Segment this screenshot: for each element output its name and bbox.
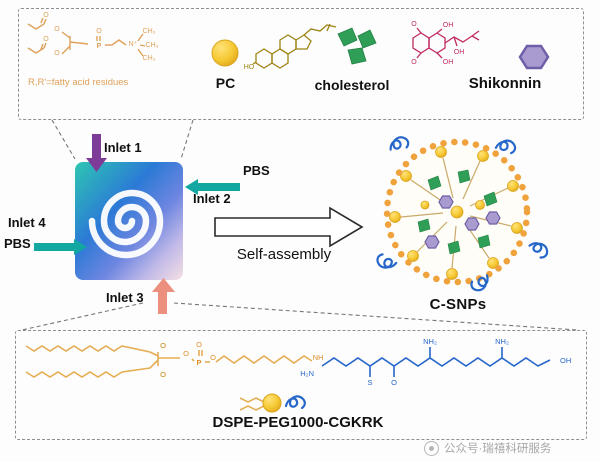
atom-label: O <box>411 21 417 28</box>
csnps-label: C-SNPs <box>429 296 487 313</box>
atom-label: O <box>43 12 49 19</box>
atom-label: O <box>196 340 202 349</box>
dspe-peg-label: DSPE-PEG1000-CGKRK <box>212 414 384 431</box>
atom-label: CH₃ <box>146 42 159 49</box>
atom-label: S <box>367 378 372 387</box>
peptide-squiggle-icon <box>284 395 306 410</box>
shikonnin-structure: O O OH OH OH <box>411 21 480 66</box>
self-assembly-label: Self-assembly <box>236 246 332 263</box>
pc-ball-icon <box>211 39 239 67</box>
inlet3-arrow <box>152 278 175 314</box>
dspe-micelle-icon <box>239 393 306 413</box>
inlet2-arrow <box>185 179 240 195</box>
pbs-left-label: PBS <box>4 236 31 251</box>
pbs-top-label: PBS <box>243 163 270 178</box>
cholesterol-icon-shapes <box>337 27 377 65</box>
nanoparticle-csnps <box>374 134 552 295</box>
mixer-spiral-channel <box>88 189 164 259</box>
atom-label: O <box>160 370 166 379</box>
shikonnin-molecules <box>424 195 501 249</box>
atom-label: NH₂ <box>495 337 509 346</box>
atom-label: O <box>54 50 60 57</box>
atom-label: OH <box>443 59 454 66</box>
atom-label: O <box>391 378 397 387</box>
atom-label: H₂N <box>300 369 314 378</box>
watermark: 公众号·瑞禧科研服务 <box>424 440 551 456</box>
atom-label: NH₂ <box>423 337 437 346</box>
atom-label: CH₃ <box>143 55 156 62</box>
watermark-text: 公众号·瑞禧科研服务 <box>444 443 552 455</box>
cholesterol-molecules <box>417 169 498 255</box>
inlet1-arrow <box>86 134 107 172</box>
self-assembly-arrow <box>214 206 364 248</box>
atom-label: N⁺ <box>129 41 138 48</box>
atom-label: O <box>210 353 216 362</box>
lipid-shell-dots <box>383 138 531 286</box>
atom-label: O <box>411 59 417 66</box>
spiral-mixer-chip <box>75 162 183 280</box>
pc-label: PC <box>215 75 236 91</box>
cholesterol-label: cholesterol <box>314 77 390 93</box>
pc-structure: O O O O P O N⁺ CH₃ CH₃ CH₃ <box>27 12 159 62</box>
atom-label: OH <box>560 356 571 365</box>
inlet4-label: Inlet 4 <box>8 215 46 230</box>
atom-label: O <box>160 341 166 350</box>
dspe-peg-structure: O O O P O O NH O S H₂N NH₂ NH₂ OH <box>25 337 571 387</box>
atom-label: O <box>183 349 189 358</box>
atom-label: O <box>43 36 49 43</box>
atom-label: OH <box>454 49 465 56</box>
atom-label: P <box>196 358 201 367</box>
atom-label: NH <box>313 353 324 362</box>
inlet4-arrow <box>34 239 87 255</box>
atom-label: P <box>97 43 102 50</box>
zoom-callout-lines <box>21 119 578 331</box>
inlet3-label: Inlet 3 <box>106 290 144 305</box>
atom-label: OH <box>443 22 454 29</box>
shikonnin-label: Shikonnin <box>468 75 542 92</box>
shikonnin-hexagon-icon <box>518 44 550 70</box>
peptide-squiggle-icon <box>374 252 399 273</box>
watermark-logo-icon <box>424 440 439 456</box>
pc-molecules <box>389 146 523 280</box>
peptide-squiggle-icon <box>387 134 411 153</box>
atom-label: HO <box>244 64 255 71</box>
fatty-acid-note: R,R'=fatty acid residues <box>28 77 129 88</box>
top-panel-box <box>18 8 584 120</box>
cholesterol-structure: HO <box>244 23 337 71</box>
inlet1-label: Inlet 1 <box>104 140 142 155</box>
atom-label: CH₃ <box>143 28 156 35</box>
bottom-panel-box <box>15 330 587 440</box>
inlet2-label: Inlet 2 <box>193 191 231 206</box>
atom-label: O <box>96 28 102 35</box>
peptide-squiggle-icon <box>527 237 552 261</box>
atom-label: O <box>54 26 60 33</box>
peptide-squiggle-icon <box>494 137 518 155</box>
